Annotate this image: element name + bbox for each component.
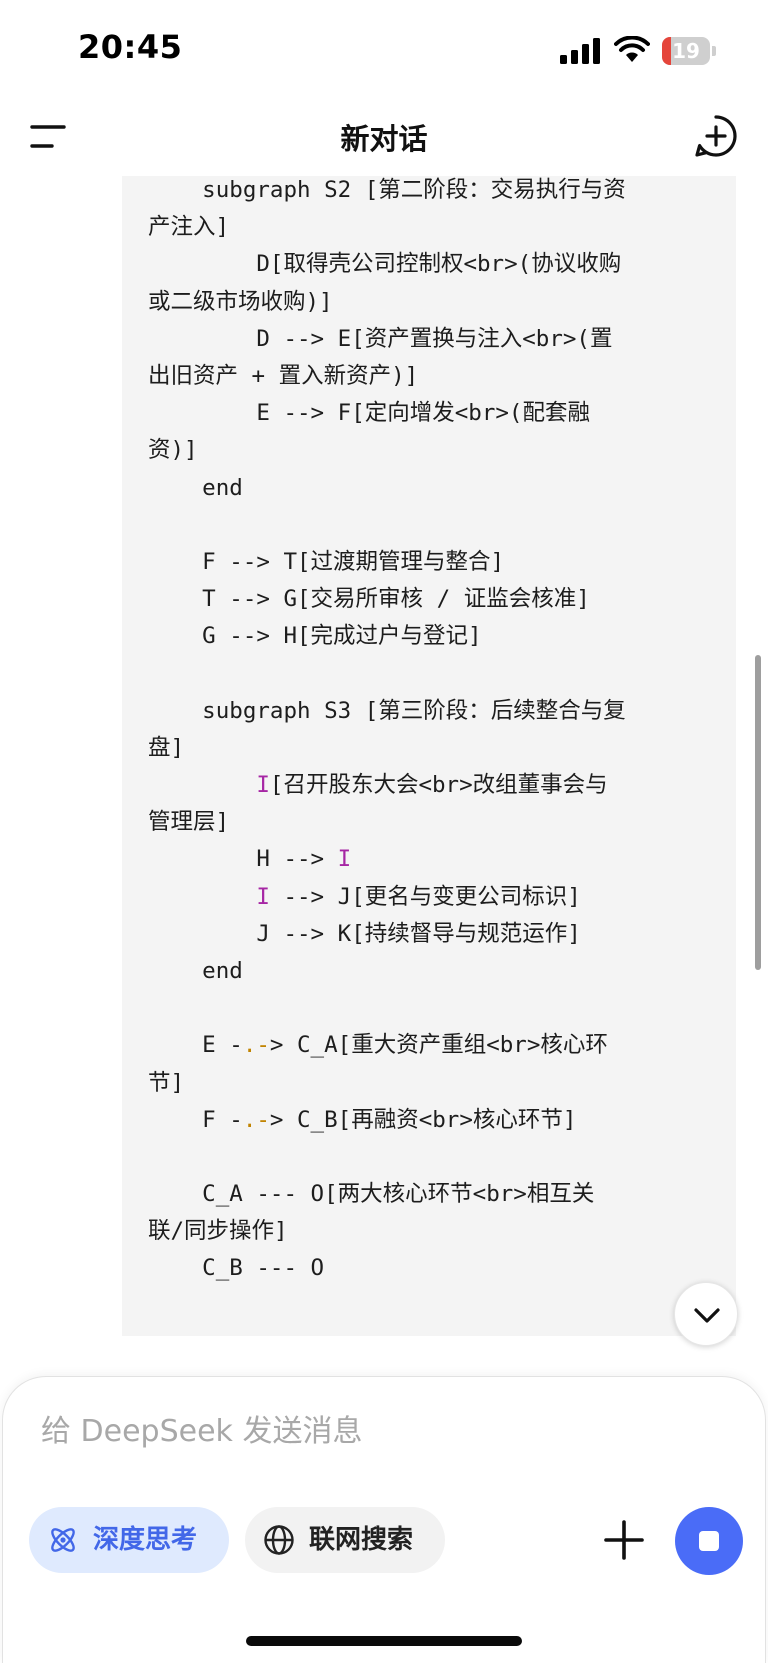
code-line: E --> F[定向增发<br>(配套融 <box>148 400 590 427</box>
stop-generation-button[interactable] <box>675 1507 743 1575</box>
chevron-down-icon <box>694 1308 720 1323</box>
scrollbar-thumb[interactable] <box>755 655 761 970</box>
scroll-to-bottom-button[interactable] <box>674 1282 738 1346</box>
code-line: 联/同步操作] <box>148 1218 288 1245</box>
code-line: 产注入] <box>148 214 230 241</box>
code-line: end <box>148 957 243 984</box>
code-line: 管理层] <box>148 809 230 836</box>
web-search-button[interactable]: 联网搜索 <box>245 1507 445 1573</box>
attach-plus-icon[interactable] <box>603 1519 645 1561</box>
code-line <box>148 507 724 544</box>
code-block: subgraph S2 [第二阶段：交易执行与资产注入] D[取得壳公司控制权<… <box>122 176 736 1336</box>
battery-level: 19 <box>672 39 700 63</box>
code-line: H --> I <box>148 846 352 873</box>
code-line <box>148 1139 724 1176</box>
home-indicator <box>246 1636 522 1646</box>
message-composer: 深度思考 联网搜索 <box>2 1376 766 1663</box>
chat-scroll-area[interactable]: subgraph S2 [第二阶段：交易执行与资产注入] D[取得壳公司控制权<… <box>0 176 768 1336</box>
code-line: end <box>148 474 243 501</box>
deep-think-label: 深度思考 <box>93 1525 198 1555</box>
code-line: 节] <box>148 1069 185 1096</box>
code-line <box>148 990 724 1027</box>
cellular-signal-icon <box>560 38 600 64</box>
status-bar: 20:45 19 <box>0 0 768 100</box>
code-line: subgraph S3 [第三阶段：后续整合与复 <box>148 697 626 724</box>
battery-icon: 19 <box>662 37 716 65</box>
code-line: D[取得壳公司控制权<br>(协议收购 <box>148 251 622 278</box>
code-line: C_B --- O <box>148 1255 325 1282</box>
page-title: 新对话 <box>340 122 428 156</box>
code-line: C_A --- O[两大核心环节<br>相互关 <box>148 1181 595 1208</box>
message-input[interactable] <box>41 1401 721 1461</box>
stop-icon <box>699 1531 719 1551</box>
code-line: J --> K[持续督导与规范运作] <box>148 920 581 947</box>
menu-icon[interactable] <box>30 122 68 152</box>
code-line: G --> H[完成过户与登记] <box>148 623 482 650</box>
code-line: F -.-> C_B[再融资<br>核心环节] <box>148 1106 577 1133</box>
code-line: E -.-> C_A[重大资产重组<br>核心环 <box>148 1032 608 1059</box>
web-search-label: 联网搜索 <box>309 1525 414 1555</box>
code-line <box>148 655 724 692</box>
battery-fill <box>662 37 672 65</box>
code-line: 出旧资产 + 置入新资产)] <box>148 362 419 389</box>
globe-icon <box>264 1525 294 1555</box>
code-line: T --> G[交易所审核 / 证监会核准] <box>148 586 590 613</box>
code-line: F --> T[过渡期管理与整合] <box>148 548 505 575</box>
code-line: 资)] <box>148 437 198 464</box>
code-line: I[召开股东大会<br>改组董事会与 <box>256 772 608 798</box>
wifi-icon <box>614 36 650 62</box>
code-line: subgraph S2 [第二阶段：交易执行与资 <box>148 177 626 203</box>
app-header: 新对话 <box>0 100 768 176</box>
atom-icon <box>51 1528 75 1552</box>
code-line: 或二级市场收购)] <box>148 288 333 315</box>
deep-think-button[interactable]: 深度思考 <box>29 1507 229 1573</box>
status-time: 20:45 <box>78 28 183 66</box>
new-chat-icon[interactable] <box>694 114 738 158</box>
code-line: I --> J[更名与变更公司标识] <box>256 883 581 910</box>
code-lines: subgraph S2 [第二阶段：交易执行与资产注入] D[取得壳公司控制权<… <box>148 176 724 1288</box>
code-line: 盘] <box>148 734 185 761</box>
code-line: D --> E[资产置换与注入<br>(置 <box>148 325 613 352</box>
